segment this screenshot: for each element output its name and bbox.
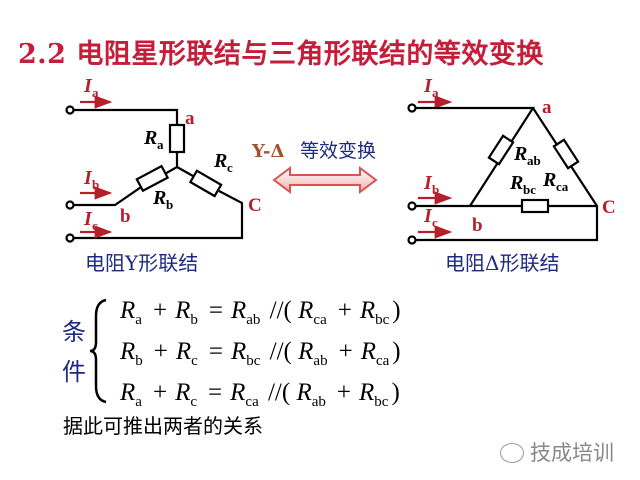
svg-text:c: c — [432, 215, 438, 230]
star-circuit — [65, 105, 244, 243]
transform-label: 等效变换 — [300, 140, 376, 162]
equation-row: Rb+Rc=Rbc //( Rab+Rca) — [120, 338, 401, 369]
delta-current-ic-label: I — [423, 205, 433, 227]
svg-text:b: b — [92, 177, 99, 192]
node-c-label: C — [248, 195, 262, 216]
svg-text:c: c — [92, 218, 98, 233]
svg-text:b: b — [166, 197, 173, 212]
node-b-label: b — [120, 206, 131, 227]
resistor-rbc — [520, 198, 550, 214]
svg-text:ab: ab — [527, 153, 541, 168]
equations: Ra+Rb=Rab //( Rca+Rbc) Rb+Rc=Rbc //( Rab… — [120, 290, 401, 413]
terminal-c — [65, 233, 75, 243]
resistor-rc-label: R — [213, 150, 227, 172]
resistor-ra-label: R — [143, 127, 157, 149]
delta-node-b-label: b — [472, 215, 483, 236]
current-ib-label: I — [83, 167, 93, 189]
resistor-rb — [135, 164, 170, 193]
svg-text:a: a — [432, 85, 439, 100]
svg-text:c: c — [227, 160, 233, 175]
resistor-rab-label: R — [513, 143, 527, 165]
equation-row: Ra+Rb=Rab //( Rca+Rbc) — [120, 297, 401, 328]
resistor-rb-label: R — [152, 187, 166, 209]
node-a-label: a — [185, 108, 195, 129]
brace-icon — [89, 298, 107, 404]
svg-text:a: a — [92, 85, 99, 100]
resistor-rca-label: R — [542, 169, 556, 191]
delta-current-ib-label: I — [423, 172, 433, 194]
svg-text:bc: bc — [523, 182, 536, 197]
resistor-rc — [188, 169, 223, 198]
resistor-rab — [487, 134, 515, 166]
delta-caption: 电阻Δ形联结 — [445, 251, 559, 275]
double-arrow-icon — [272, 166, 378, 194]
delta-node-a-label: a — [542, 97, 552, 118]
terminal-a — [65, 105, 75, 115]
delta-node-c-label: C — [602, 197, 616, 218]
conclusion-text: 据此可推出两者的关系 — [63, 414, 263, 438]
delta-circuit — [407, 103, 599, 245]
svg-text:ca: ca — [556, 179, 569, 194]
conditions-label: 条 件 — [62, 318, 86, 386]
current-ic-label: I — [83, 208, 93, 230]
resistor-rbc-label: R — [509, 172, 523, 194]
delta-current-ia-label: I — [423, 75, 433, 97]
watermark: 技成培训 — [500, 437, 614, 467]
current-ia-label: I — [83, 75, 93, 97]
star-caption: 电阻Y形联结 — [85, 251, 198, 275]
equation-row: Ra+Rc=Rca //( Rab+Rbc) — [120, 379, 400, 410]
resistor-rca — [552, 138, 580, 170]
resistor-ra — [168, 123, 186, 154]
transform-prefix: Y-Δ — [251, 141, 285, 162]
terminal-b — [65, 200, 75, 210]
svg-text:a: a — [157, 137, 164, 152]
wechat-icon — [500, 443, 524, 463]
current-arrows — [80, 95, 453, 239]
svg-text:b: b — [432, 182, 439, 197]
slide-title: 2.2 电阻星形联结与三角形联结的等效变换 — [18, 39, 544, 70]
